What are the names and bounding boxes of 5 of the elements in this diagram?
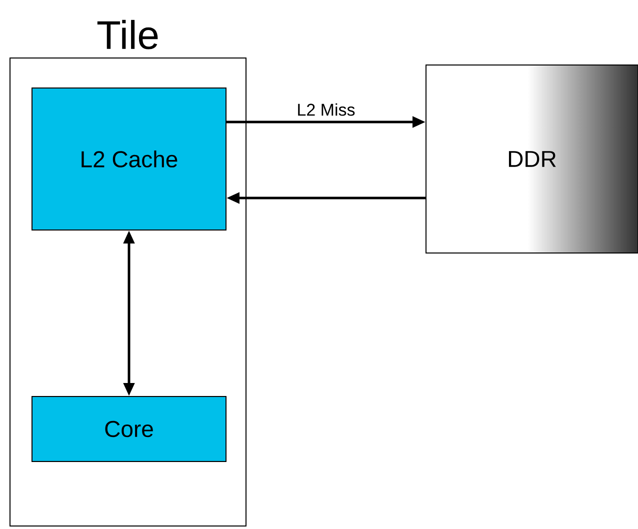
memory-box: DDR — [426, 64, 638, 254]
component-box: Core — [32, 396, 226, 462]
node-label: Tile — [97, 20, 158, 50]
component-box: L2 Cache — [32, 88, 226, 230]
edge-label: L2 Miss — [298, 103, 355, 116]
